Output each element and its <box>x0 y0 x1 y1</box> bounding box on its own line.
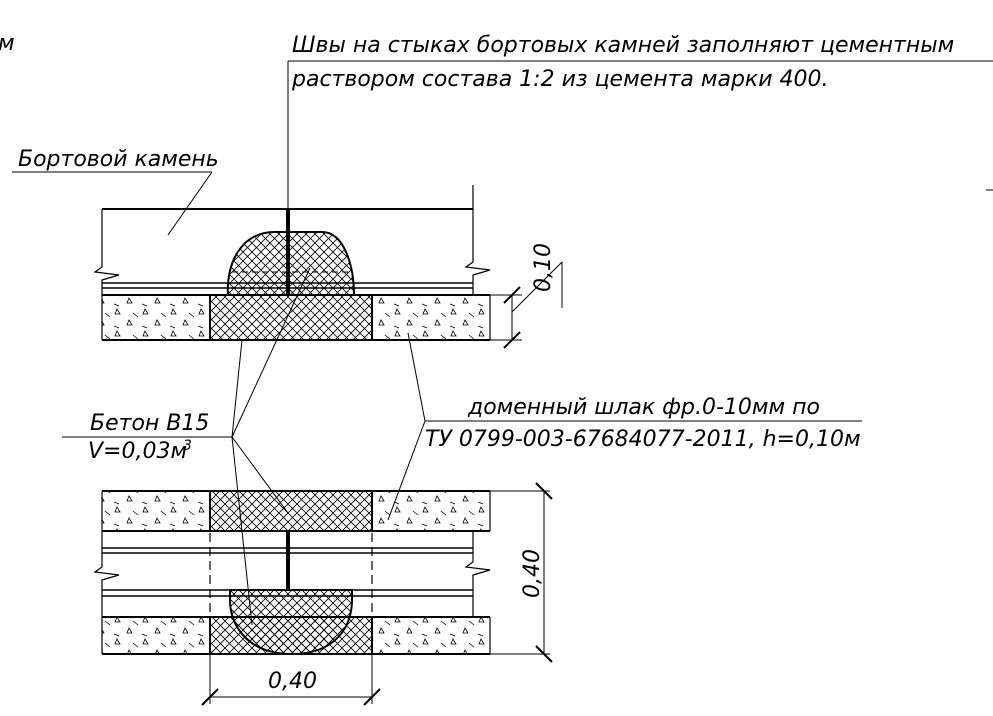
seam-note-line2: раствором состава 1:2 из цемента марки 4… <box>291 67 829 92</box>
section-height-dimension <box>490 261 563 349</box>
concrete-cap-plan <box>229 589 353 656</box>
concrete-cap-section <box>226 231 356 296</box>
seam-note-line1: Швы на стыках бортовых камней заполняют … <box>292 33 954 58</box>
plan-view <box>93 490 491 656</box>
break-line-left-section <box>93 209 120 340</box>
concrete-label-line1: Бетон В15 <box>90 411 209 436</box>
break-line-left-plan <box>93 491 120 654</box>
break-line-right-section <box>464 185 491 295</box>
section-height-label: 0,10 <box>531 243 556 292</box>
top-left-fragment: м <box>0 31 15 56</box>
curb-stone-label: Бортовой камень <box>18 147 219 172</box>
plan-height-dimension <box>490 482 553 663</box>
slag-right-plan-upper <box>372 491 490 531</box>
concrete-plan-upper <box>209 490 373 532</box>
plan-height-label: 0,40 <box>520 549 545 598</box>
slag-right-section <box>372 295 490 340</box>
slag-label-line2: ТУ 0799-003-67684077-2011, h=0,10м <box>425 427 861 452</box>
plan-width-dimension <box>201 654 381 706</box>
slag-left-section <box>102 295 210 340</box>
slag-right-plan-lower <box>372 617 490 654</box>
curb-stone-leader <box>167 171 213 236</box>
concrete-base-section <box>209 294 373 341</box>
plan-width-label: 0,40 <box>268 669 317 694</box>
slag-label-line1: доменный шлак фр.0-10мм по <box>467 395 820 420</box>
concrete-volume-superscript: 3 <box>183 438 192 454</box>
section-view <box>93 185 491 341</box>
concrete-label-line2: V=0,03м <box>88 439 187 464</box>
slag-left-plan-lower <box>102 617 210 654</box>
slag-left-plan-upper <box>102 491 210 531</box>
break-line-right-plan <box>464 531 491 617</box>
